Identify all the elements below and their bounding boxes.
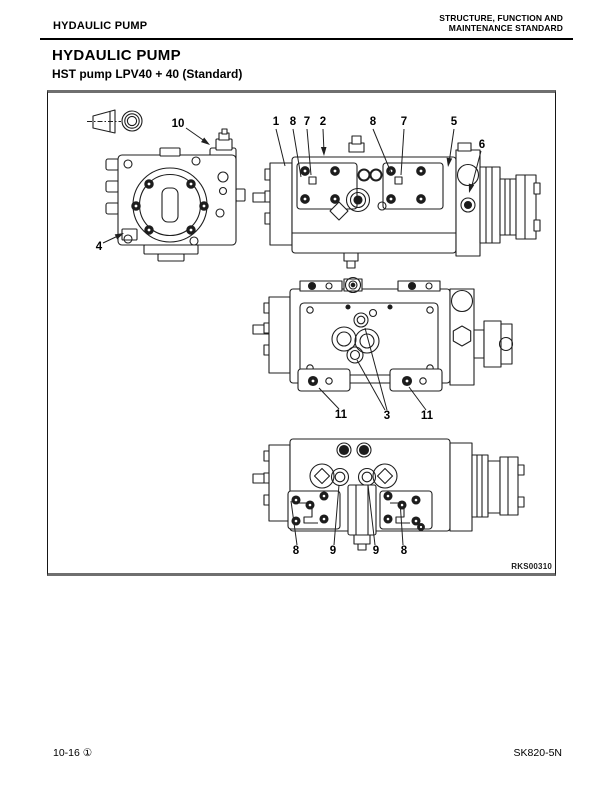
- callout-1: 1: [272, 116, 280, 128]
- header-rule: [40, 38, 573, 40]
- callout-3: 3: [383, 410, 391, 422]
- callout-9-a: 9: [329, 545, 337, 557]
- running-header-right-line1: STRUCTURE, FUNCTION AND: [439, 13, 563, 23]
- running-header-left: HYDAULIC PUMP: [53, 20, 148, 32]
- callout-8-b: 8: [369, 116, 377, 128]
- callout-10: 10: [171, 118, 185, 130]
- callout-leaders: [102, 127, 482, 546]
- section-subtitle: HST pump LPV40 + 40 (Standard): [52, 67, 243, 81]
- running-header-right: STRUCTURE, FUNCTION AND MAINTENANCE STAN…: [439, 13, 563, 33]
- callout-11-a: 11: [334, 409, 348, 421]
- page-title: HYDAULIC PUMP: [52, 47, 181, 64]
- callout-8-d: 8: [400, 545, 408, 557]
- callout-11-b: 11: [420, 410, 434, 422]
- figure-box: 10 1 8 7 2 8 7 5 6 4 11 3 11 8 9 9 8 RKS…: [47, 90, 556, 576]
- pump-side-view: [252, 135, 541, 269]
- callout-7-a: 7: [303, 116, 311, 128]
- callout-8-a: 8: [289, 116, 297, 128]
- pump-top-view: [252, 276, 514, 392]
- callout-4: 4: [95, 241, 103, 253]
- footer-model-code: SK820-5N: [513, 747, 562, 759]
- cone-icon: [87, 109, 121, 134]
- figure-code: RKS00310: [511, 562, 552, 571]
- pump-bottom-view: [252, 438, 525, 551]
- callout-5: 5: [450, 116, 458, 128]
- callout-2: 2: [319, 116, 327, 128]
- callout-8-c: 8: [292, 545, 300, 557]
- footer-page-number: 10-16 ①: [53, 747, 93, 759]
- pump-end-view: [105, 128, 246, 262]
- callout-6: 6: [478, 139, 486, 151]
- pump-diagram: [87, 109, 541, 551]
- running-header-right-line2: MAINTENANCE STANDARD: [448, 23, 563, 33]
- ring-icon: [121, 110, 143, 132]
- callout-7-b: 7: [400, 116, 408, 128]
- callout-9-b: 9: [372, 545, 380, 557]
